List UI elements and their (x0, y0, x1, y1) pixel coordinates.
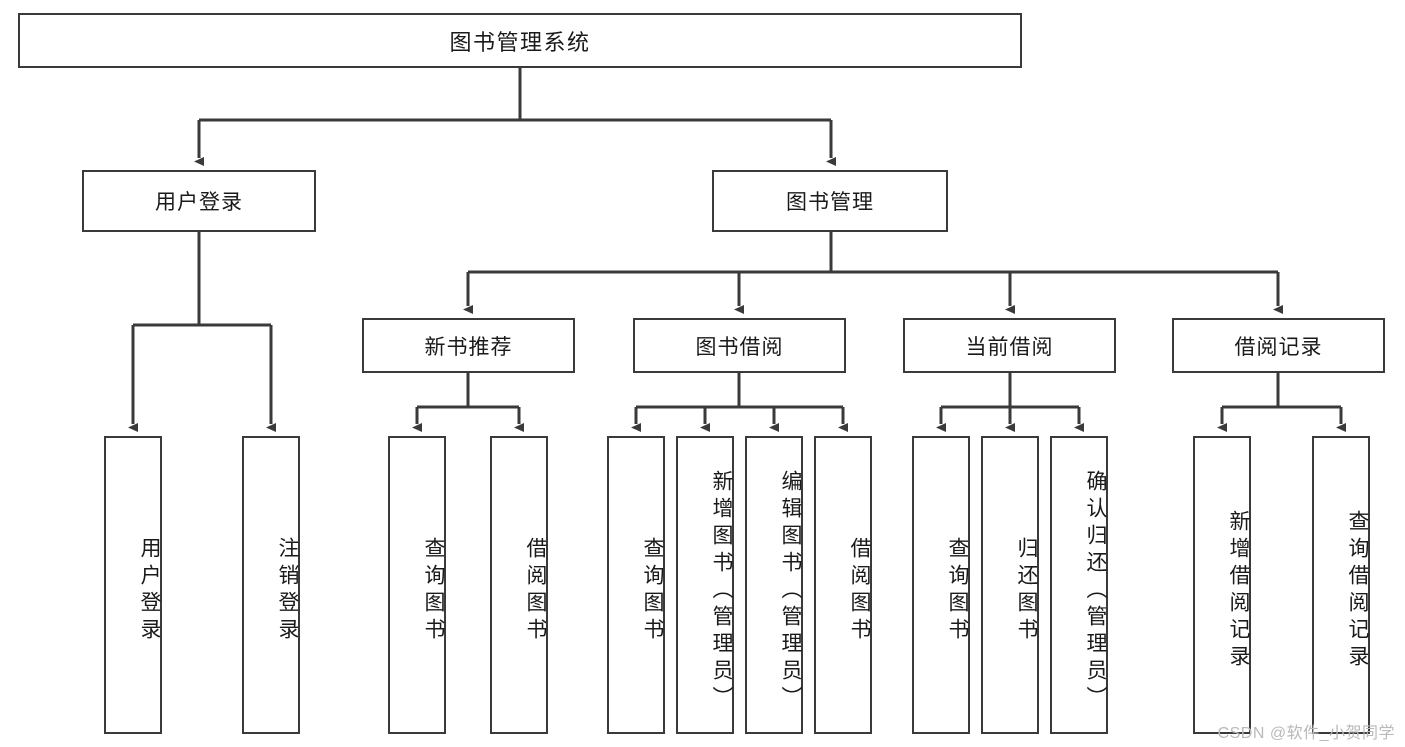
leaf-query-borrow-record[interactable]: 查询借阅记录 (1312, 436, 1370, 734)
node-label: 用户登录 (138, 537, 161, 645)
node-book-management[interactable]: 图书管理 (712, 170, 948, 232)
node-label: 当前借阅 (965, 335, 1054, 359)
node-label: 图书借阅 (695, 335, 784, 359)
leaf-query-book-current[interactable]: 查询图书 (912, 436, 970, 734)
node-label: 借阅图书 (524, 537, 547, 645)
leaf-return-book[interactable]: 归还图书 (981, 436, 1039, 734)
node-borrow-record[interactable]: 借阅记录 (1172, 318, 1385, 373)
leaf-query-book-recommend[interactable]: 查询图书 (388, 436, 446, 734)
node-root-book-management-system[interactable]: 图书管理系统 (18, 13, 1022, 68)
csdn-watermark: CSDN @软件_小贺同学 (1217, 725, 1395, 742)
leaf-borrow-book[interactable]: 借阅图书 (814, 436, 872, 734)
node-label: 编辑图书（管理员） (779, 469, 802, 713)
leaf-query-book-borrow[interactable]: 查询图书 (607, 436, 665, 734)
node-label: 确认归还（管理员） (1084, 469, 1107, 713)
node-label: 注销登录 (276, 537, 299, 645)
node-label: 新增借阅记录 (1227, 510, 1250, 672)
node-new-book-recommend[interactable]: 新书推荐 (362, 318, 575, 373)
leaf-add-book-admin[interactable]: 新增图书（管理员） (676, 436, 734, 734)
node-user-login[interactable]: 用户登录 (82, 170, 316, 232)
node-label: 借阅记录 (1234, 335, 1323, 359)
node-label: 图书管理 (786, 191, 874, 214)
leaf-logout[interactable]: 注销登录 (242, 436, 300, 734)
node-label: 用户登录 (155, 191, 243, 214)
node-label: 归还图书 (1015, 537, 1038, 645)
node-label: 借阅图书 (848, 537, 871, 645)
node-label: 查询图书 (946, 537, 969, 645)
leaf-borrow-book-recommend[interactable]: 借阅图书 (490, 436, 548, 734)
leaf-add-borrow-record[interactable]: 新增借阅记录 (1193, 436, 1251, 734)
node-label: 新书推荐 (424, 335, 513, 359)
node-label: 查询借阅记录 (1346, 510, 1369, 672)
leaf-user-login[interactable]: 用户登录 (104, 436, 162, 734)
node-label: 新增图书（管理员） (710, 469, 733, 713)
leaf-confirm-return-admin[interactable]: 确认归还（管理员） (1050, 436, 1108, 734)
node-book-borrow[interactable]: 图书借阅 (633, 318, 846, 373)
node-label: 图书管理系统 (449, 29, 591, 55)
node-current-borrow[interactable]: 当前借阅 (903, 318, 1116, 373)
node-label: 查询图书 (422, 537, 445, 645)
leaf-edit-book-admin[interactable]: 编辑图书（管理员） (745, 436, 803, 734)
node-label: 查询图书 (641, 537, 664, 645)
